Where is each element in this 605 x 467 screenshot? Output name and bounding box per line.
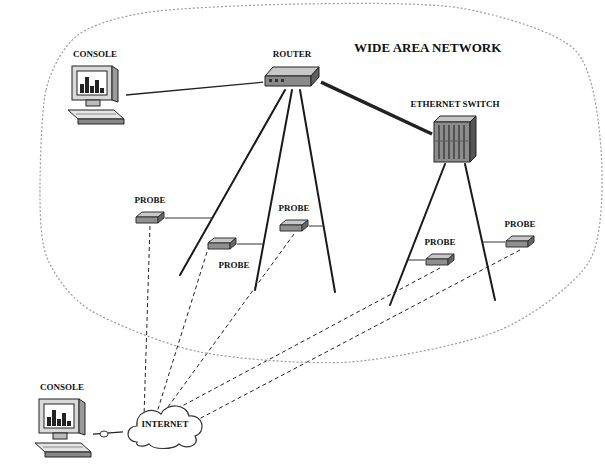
title-holder: WIDE AREA NETWORK (352, 38, 503, 56)
probe-node: PROBE (207, 236, 237, 252)
lan-segment (465, 164, 495, 300)
probe-tap (408, 260, 425, 261)
cloud-text-holder: INTERNET (123, 398, 207, 450)
device-label: ETHERNET SWITCH (409, 99, 500, 110)
device-label: PROBE (504, 219, 537, 230)
probe-tap (237, 244, 263, 245)
region-title: WIDE AREA NETWORK (352, 40, 503, 55)
network-region: WIDE AREA NETWORK CONSOLE ROUTER ETHERNET S… (0, 0, 605, 380)
console-icon (64, 64, 126, 126)
internet-cloud: INTERNET (123, 398, 207, 450)
lan-segment (390, 164, 445, 305)
label-holder: PROBE (217, 254, 250, 272)
remote-link (178, 268, 440, 408)
probe-icon (279, 218, 309, 234)
label-holder: PROBE (424, 231, 457, 249)
remote-link (194, 250, 520, 421)
device-label: CONSOLE (72, 49, 118, 60)
remote-link (165, 234, 294, 411)
probe-icon (505, 234, 535, 250)
device-label: CONSOLE (39, 382, 85, 393)
network-link (126, 82, 263, 95)
switch-icon (432, 114, 478, 164)
device-label: PROBE (134, 195, 167, 206)
label-holder: PROBE (134, 189, 167, 207)
label-holder: CONSOLE (72, 43, 118, 61)
cloud-label: INTERNET (141, 419, 188, 430)
router-icon (263, 64, 321, 90)
lan-segment (300, 90, 335, 292)
probe-node: PROBE (135, 210, 165, 226)
lan-segment (180, 90, 285, 275)
label-holder: ROUTER (272, 43, 313, 61)
console-node: CONSOLE (31, 397, 93, 459)
console-icon (31, 397, 93, 459)
probe-tap (165, 218, 212, 219)
router-node: ROUTER (263, 64, 321, 90)
device-label: PROBE (278, 203, 311, 214)
label-holder: ETHERNET SWITCH (409, 93, 500, 111)
device-label: ROUTER (272, 49, 313, 60)
switch-node: ETHERNET SWITCH (432, 114, 478, 164)
console-node: CONSOLE (64, 64, 126, 126)
remote-link (157, 252, 207, 414)
remote-link (144, 226, 150, 416)
probe-node: PROBE (505, 234, 535, 250)
lan-segment (255, 90, 292, 290)
probe-node: PROBE (425, 252, 455, 268)
label-holder: PROBE (278, 197, 311, 215)
device-label: PROBE (424, 237, 457, 248)
probe-icon (135, 210, 165, 226)
label-holder: PROBE (504, 213, 537, 231)
label-holder: CONSOLE (39, 376, 85, 394)
probe-icon (425, 252, 455, 268)
modem-symbol (100, 431, 108, 437)
probe-tap (309, 226, 323, 227)
device-label: PROBE (217, 260, 250, 271)
probe-tap (482, 242, 505, 243)
region-boundary (40, 3, 602, 362)
probe-icon (207, 236, 237, 252)
probe-node: PROBE (279, 218, 309, 234)
